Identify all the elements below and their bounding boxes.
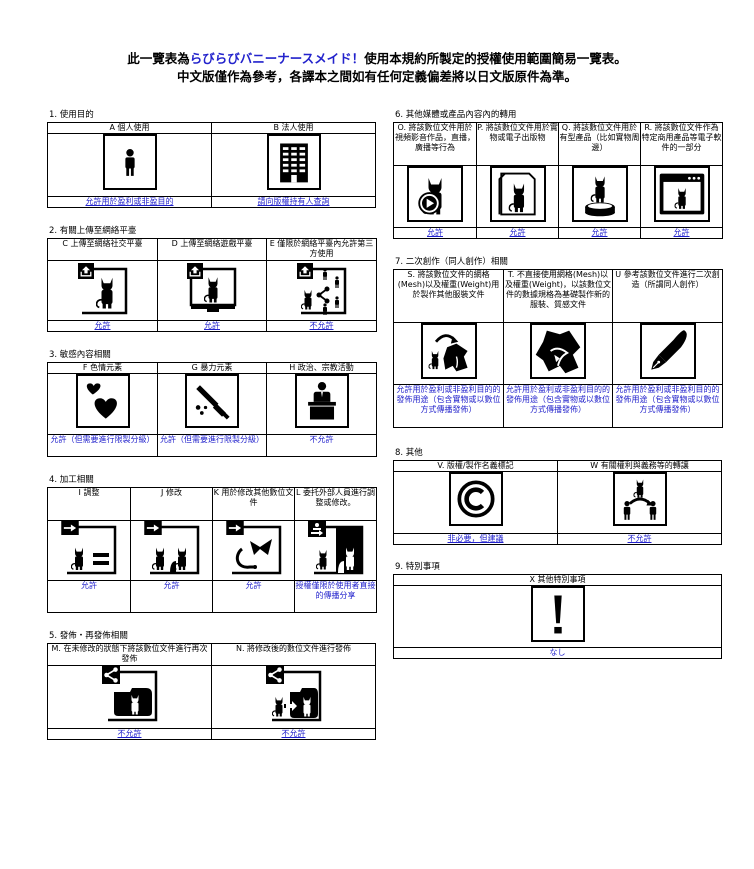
item-d-status[interactable]: 允許 xyxy=(157,320,267,332)
item-c-status[interactable]: 允許 xyxy=(47,320,158,332)
section-other: 8. 其他 V. 版權/製作名義標記 W 有關權利與義務等的轉讓 非必要，但建議… xyxy=(393,448,722,545)
section-title: 3. 敏感內容相關 xyxy=(49,350,111,360)
item-m-status[interactable]: 不允許 xyxy=(47,728,212,740)
video-play-icon xyxy=(407,166,463,222)
item-f-title: F 色情元素 xyxy=(47,362,158,374)
item-v-status[interactable]: 非必要，但建議 xyxy=(393,533,558,545)
section-sensitive-content: 3. 敏感內容相關 F 色情元素 G 暴力元素 H 政治、宗教活動 允許（但需要… xyxy=(47,350,377,457)
item-v-title: V. 版權/製作名義標記 xyxy=(393,460,558,472)
parts-reuse-icon xyxy=(225,521,282,575)
section-special-notes: 9. 特別事項 X 其他特別事項 なし xyxy=(393,562,722,659)
item-k-title: K 用於修改其他數位文件 xyxy=(212,487,295,521)
item-i-title: I 調整 xyxy=(47,487,131,521)
item-t-title: T. 不直接使用網格(Mesh)以及權重(Weight)，以該數位文件的數據規格… xyxy=(503,269,613,323)
header-line-2: 中文版僅作為參考，各譯本之間如有任何定義偏差將以日文版原件為準。 xyxy=(176,69,577,84)
section-processing: 4. 加工相關 I 調整 J 修改 K 用於修改其他數位文件 L 委托外部人員進… xyxy=(47,475,377,613)
item-n-title: N. 將修改後的數位文件進行發佈 xyxy=(211,643,376,666)
header-line-1: 此一覽表為らびらびバニーナースメイド！使用本規約所製定的授權使用範圍簡易一覽表。 xyxy=(127,51,627,66)
section-title: 8. 其他 xyxy=(395,448,423,458)
section-redistribution: 5. 發佈・再發佈相關 M. 在未修改的狀態下將該數位文件進行再次發佈 N. 將… xyxy=(47,631,376,740)
item-h-status[interactable]: 不允許 xyxy=(266,434,377,457)
item-h-title: H 政治、宗教活動 xyxy=(266,362,377,374)
item-q-status[interactable]: 允許 xyxy=(558,227,641,239)
item-p-status[interactable]: 允許 xyxy=(476,227,559,239)
section-title: 5. 發佈・再發佈相關 xyxy=(49,631,128,641)
redistribute-icon xyxy=(101,666,158,722)
mesh-to-clothing-icon xyxy=(420,323,477,379)
item-r-status[interactable]: 允許 xyxy=(640,227,723,239)
upload-social-icon xyxy=(75,261,130,315)
software-window-icon xyxy=(653,166,710,222)
item-d-title: D 上傳至網絡遊戲平臺 xyxy=(157,238,267,261)
item-e-status[interactable]: 不允許 xyxy=(266,320,377,332)
item-g-title: G 暴力元素 xyxy=(157,362,267,374)
item-x-title: X 其他特別事項 xyxy=(393,574,722,586)
section-upload-platforms: 2. 有關上傳至網絡平臺 C 上傳至網絡社交平臺 D 上傳至網絡遊戲平臺 E 僅… xyxy=(47,226,377,332)
item-s-title: S. 將該數位文件的網格(Mesh)以及權重(Weight)用於製作其他服裝文件 xyxy=(393,269,504,323)
item-a-status[interactable]: 允許用於盈利或非盈目的 xyxy=(47,196,212,208)
item-f-status[interactable]: 允許（但需要進行限製分級） xyxy=(47,434,158,457)
exclamation-icon xyxy=(530,586,585,642)
hearts-icon xyxy=(75,374,130,428)
copyright-icon xyxy=(448,472,503,526)
item-a-title: A 個人使用 xyxy=(47,122,212,134)
item-w-status[interactable]: 不允許 xyxy=(557,533,722,545)
item-j-status[interactable]: 允許 xyxy=(130,580,213,613)
item-l-status[interactable]: 授權僅限於使用者直接的傳播分享 xyxy=(294,580,377,613)
item-e-title: E 僅限於網絡平臺內允許第三方使用 xyxy=(266,238,377,261)
podium-speaker-icon xyxy=(294,374,349,428)
section-title: 4. 加工相關 xyxy=(49,475,94,485)
section-title: 1. 使用目的 xyxy=(49,110,94,120)
item-s-status[interactable]: 允許用於盈利或非盈利目的的發佈用途（包含實物或以數位方式傳播發佈） xyxy=(393,384,504,428)
item-x-status[interactable]: なし xyxy=(393,647,722,659)
section-title: 7. 二次創作（同人創作）相關 xyxy=(395,257,508,267)
redistribute-modified-icon xyxy=(265,666,322,722)
page-header: 此一覽表為らびらびバニーナースメイド！使用本規約所製定的授權使用範圍簡易一覽表。… xyxy=(0,50,754,86)
clothing-icon xyxy=(530,323,586,379)
item-k-status[interactable]: 允許 xyxy=(212,580,295,613)
product-name: らびらびバニーナースメイド！ xyxy=(189,51,365,66)
item-q-title: Q. 將該數位文件用於有型產品（比如實物周邊） xyxy=(558,122,641,166)
item-t-status[interactable]: 允許用於盈利或非盈利目的的發佈用途（包含實物或以數位方式傳播發佈） xyxy=(503,384,613,428)
section-usage-purpose: 1. 使用目的 A 個人使用 B 法人使用 允許用於盈利或非盈目的 請向版權持有… xyxy=(47,110,376,208)
upload-game-icon xyxy=(185,261,239,315)
item-u-title: U 參考該數位文件進行二次創造（所謂同人創作） xyxy=(612,269,723,323)
item-b-title: B 法人使用 xyxy=(211,122,376,134)
building-icon xyxy=(266,134,321,190)
adjust-icon xyxy=(61,521,117,575)
item-w-title: W 有關權利與義務等的轉讓 xyxy=(557,460,722,472)
section-other-media-use: 6. 其他媒體或產品內容內的轉用 O. 將該數位文件用於視頻影音作品，直播，廣播… xyxy=(393,110,723,239)
item-b-status[interactable]: 請向版權持有人查詢 xyxy=(211,196,376,208)
item-o-title: O. 將該數位文件用於視頻影音作品，直播，廣播等行為 xyxy=(393,122,477,166)
item-c-title: C 上傳至網絡社交平臺 xyxy=(47,238,158,261)
item-o-status[interactable]: 允許 xyxy=(393,227,477,239)
modify-icon xyxy=(143,521,200,575)
pen-nib-icon xyxy=(639,323,696,379)
item-m-title: M. 在未修改的狀態下將該數位文件進行再次發佈 xyxy=(47,643,212,666)
section-title: 6. 其他媒體或產品內容內的轉用 xyxy=(395,110,517,120)
item-j-title: J 修改 xyxy=(130,487,213,521)
item-l-title: L 委托外部人員進行調整或修改。 xyxy=(294,487,377,521)
knife-icon xyxy=(185,374,239,428)
item-i-status[interactable]: 允許 xyxy=(47,580,131,613)
figure-stand-icon xyxy=(571,166,628,222)
item-r-title: R. 將該數位文件作為特定商用產品等電子軟件的一部分 xyxy=(640,122,723,166)
section-title: 2. 有關上傳至網絡平臺 xyxy=(49,226,137,236)
section-title: 9. 特別事項 xyxy=(395,562,440,572)
rights-transfer-icon xyxy=(612,472,667,526)
publication-icon xyxy=(489,166,546,222)
item-p-title: P. 將該數位文件用於實物或電子出版物 xyxy=(476,122,559,166)
item-u-status[interactable]: 允許用於盈利或非盈利目的的發佈用途（包含實物或以數位方式傳播發佈） xyxy=(612,384,723,428)
section-derivative-works: 7. 二次創作（同人創作）相關 S. 將該數位文件的網格(Mesh)以及權重(W… xyxy=(393,257,723,428)
upload-share-third-party-icon xyxy=(294,261,349,315)
item-g-status[interactable]: 允許（但需要進行限製分級） xyxy=(157,434,267,457)
item-n-status[interactable]: 不允許 xyxy=(211,728,376,740)
person-icon xyxy=(102,134,157,190)
outsource-icon xyxy=(307,521,364,575)
